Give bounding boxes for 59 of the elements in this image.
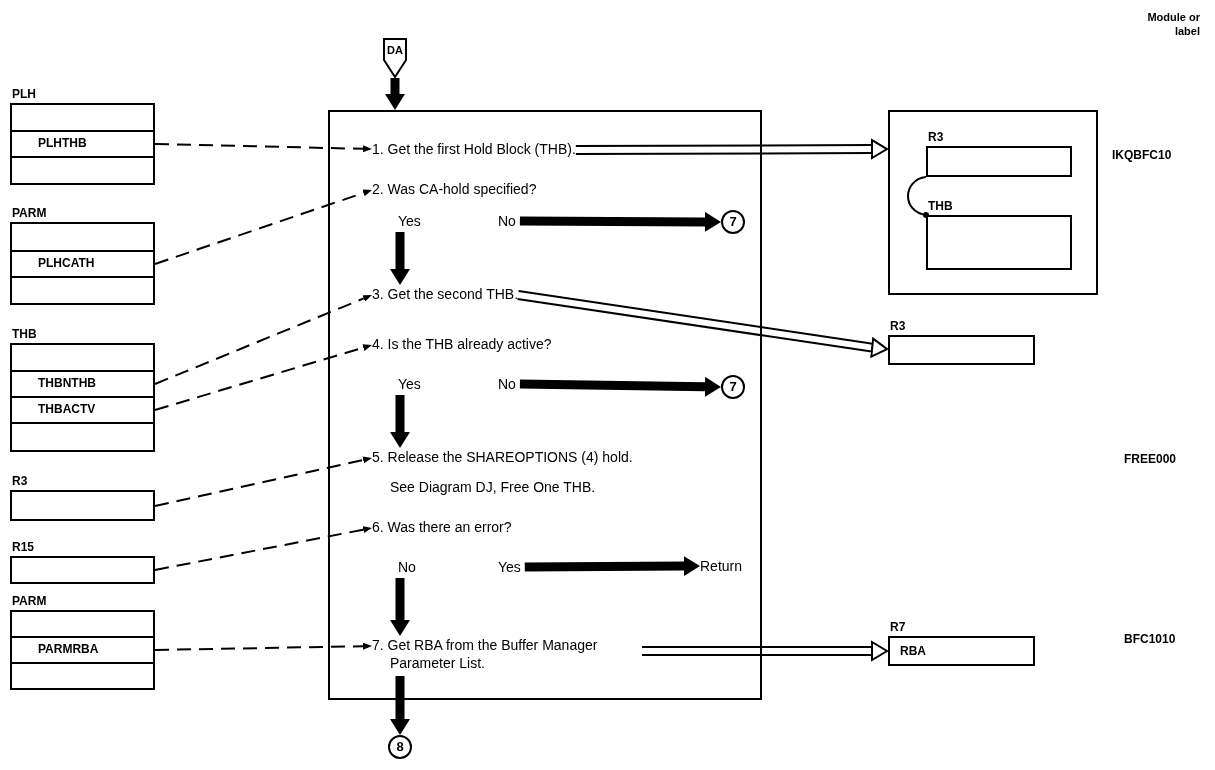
- step-note: See Diagram DJ, Free One THB.: [390, 478, 596, 496]
- branch-label: No: [398, 558, 416, 576]
- block-name: THB: [928, 199, 953, 213]
- step-text: 1. Get the first Hold Block (THB).: [372, 140, 576, 158]
- data-flow-arrow: [154, 344, 372, 411]
- legend-heading: Module or label: [1146, 10, 1200, 38]
- field-name: PARMRBA: [10, 636, 155, 664]
- data-flow-arrow: [154, 189, 372, 265]
- connector-label: DA: [386, 43, 404, 57]
- branch-label: Yes: [398, 212, 421, 230]
- control-flow-arrow: [385, 78, 405, 110]
- block-name: R7: [890, 620, 906, 634]
- step-text: 4. Is the THB already active?: [372, 335, 552, 353]
- output-arrow: [641, 641, 888, 661]
- output-arrow: [574, 139, 888, 160]
- data-flow-arrow: [154, 526, 373, 571]
- process-box: [328, 110, 762, 700]
- control-flow-arrow: [390, 395, 410, 448]
- data-flow-arrow: [154, 143, 372, 153]
- block-name: R15: [12, 540, 34, 554]
- block-name: PLH: [12, 87, 36, 101]
- block-name: PARM: [12, 594, 47, 608]
- field-name: THBNTHB: [10, 370, 155, 398]
- branch-label: No: [498, 212, 516, 230]
- register-box: RBA: [888, 636, 1035, 666]
- module-name: BFC1010: [1124, 632, 1177, 646]
- step-text: 6. Was there an error?: [372, 518, 512, 536]
- module-name: IKQBFC10: [1112, 148, 1173, 162]
- step-text: 7. Get RBA from the Buffer Manager Parameter List.: [372, 636, 642, 676]
- connector-circle: 8: [388, 735, 412, 759]
- field-name: THBACTV: [10, 396, 155, 424]
- data-flow-arrow: [154, 295, 373, 385]
- data-flow-arrow: [154, 456, 372, 507]
- control-flow-arrow: [519, 376, 721, 397]
- control-flow-arrow: [524, 556, 700, 577]
- block-name: R3: [928, 130, 944, 144]
- branch-label: Yes: [498, 558, 521, 576]
- exit-label: Return: [700, 557, 743, 575]
- connector-circle: 7: [721, 210, 745, 234]
- output-arrow: [516, 290, 889, 358]
- step-text: 3. Get the second THB.: [372, 285, 519, 303]
- field-name: PLHTHB: [10, 130, 155, 158]
- block-name: R3: [890, 319, 906, 333]
- control-flow-arrow: [519, 211, 721, 232]
- field-name: PLHCATH: [10, 250, 155, 278]
- block-name: R3: [12, 474, 28, 488]
- branch-label: No: [498, 375, 516, 393]
- step-text: 2. Was CA-hold specified?: [372, 180, 537, 198]
- control-flow-arrow: [390, 676, 410, 735]
- control-flow-arrow: [390, 578, 410, 636]
- branch-label: Yes: [398, 375, 421, 393]
- control-flow-arrow: [390, 232, 410, 285]
- block-name: THB: [12, 327, 37, 341]
- step-text: 5. Release the SHAREOPTIONS (4) hold.: [372, 448, 633, 466]
- data-flow-arrow: [154, 642, 372, 651]
- storage-area-box: [888, 110, 1098, 295]
- block-name: PARM: [12, 206, 47, 220]
- connector-circle: 7: [721, 375, 745, 399]
- module-name: FREE000: [1124, 452, 1178, 466]
